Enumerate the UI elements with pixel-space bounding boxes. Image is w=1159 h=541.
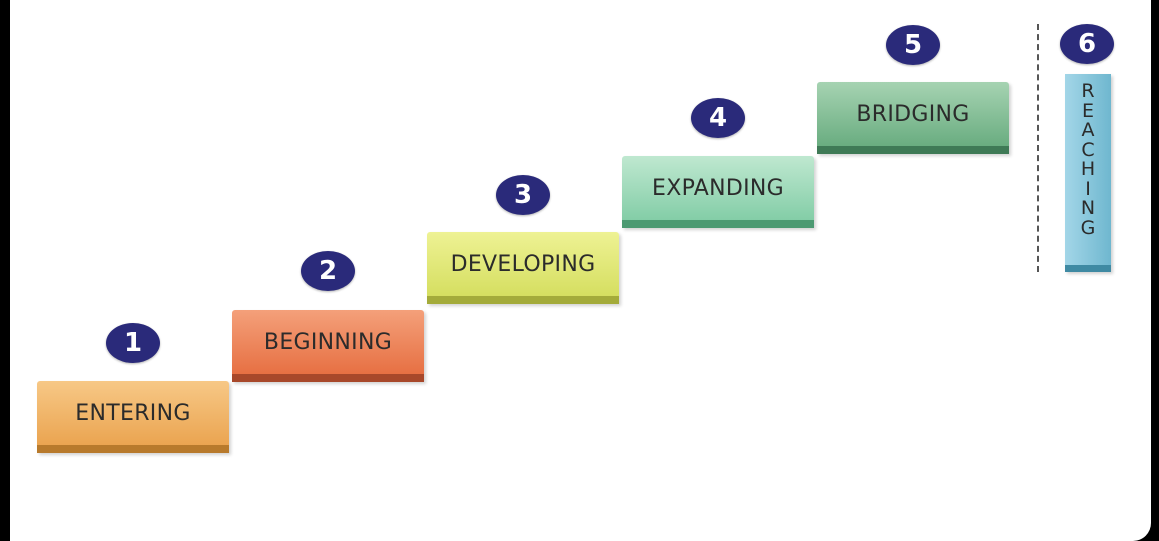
step-4-label: EXPANDING: [652, 175, 784, 201]
step-2-edge: [232, 374, 424, 382]
step-6-label: R E A C H I N G: [1080, 80, 1096, 239]
step-3-developing: DEVELOPING: [427, 232, 619, 304]
step-6-number-badge: 6: [1060, 24, 1114, 64]
step-3-edge: [427, 296, 619, 304]
step-2-number-badge: 2: [301, 251, 355, 291]
step-5-bridging: BRIDGING: [817, 82, 1009, 154]
step-4-number-badge: 4: [691, 98, 745, 138]
step-1-number-badge: 1: [106, 323, 160, 363]
step-6-edge: [1065, 265, 1111, 272]
step-5-number-badge: 5: [886, 25, 940, 65]
staircase-diagram: 1 ENTERING 2 BEGINNING 3 DEVELOPING 4 EX…: [10, 0, 1151, 541]
dashed-divider: [1037, 24, 1039, 272]
step-3-label: DEVELOPING: [450, 251, 596, 277]
step-5-edge: [817, 146, 1009, 154]
step-1-label: ENTERING: [75, 400, 191, 426]
step-5-label: BRIDGING: [856, 101, 970, 127]
step-2-beginning: BEGINNING: [232, 310, 424, 382]
step-1-entering: ENTERING: [37, 381, 229, 453]
step-1-edge: [37, 445, 229, 453]
step-4-expanding: EXPANDING: [622, 156, 814, 228]
step-6-reaching: R E A C H I N G: [1065, 74, 1111, 272]
step-4-edge: [622, 220, 814, 228]
step-3-number-badge: 3: [496, 175, 550, 215]
step-2-label: BEGINNING: [263, 329, 393, 355]
